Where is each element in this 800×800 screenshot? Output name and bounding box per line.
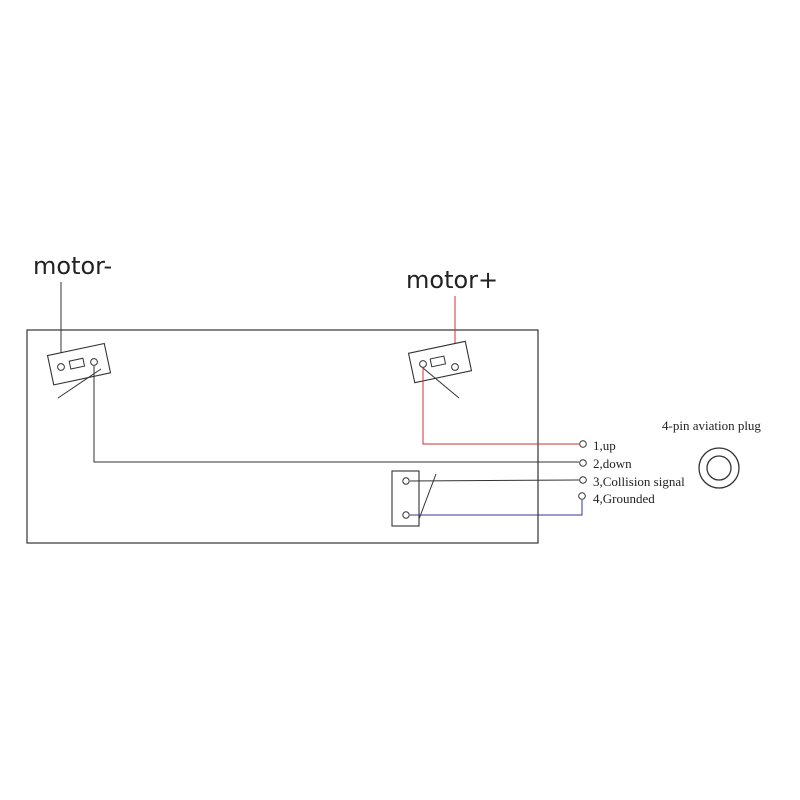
collision-switch [391, 470, 437, 527]
limit-switch-left [46, 342, 112, 399]
limit-switch-right [407, 340, 473, 399]
pin-label-3: 3,Collision signal [593, 474, 685, 489]
wire-collision [409, 479, 580, 482]
pin-terminal-3 [579, 476, 587, 484]
motor-minus-label: motor- [33, 252, 112, 280]
enclosure-outline [26, 329, 539, 544]
wire-down [93, 366, 579, 463]
pin-terminals [578, 440, 587, 500]
pin-label-2: 2,down [593, 456, 632, 471]
aviation-plug-icon [698, 447, 740, 489]
pin-terminal-2 [579, 459, 587, 467]
pin-terminal-4 [578, 492, 586, 500]
pin-terminal-1 [579, 440, 587, 448]
wire-ground [410, 500, 583, 516]
motor-plus-label: motor+ [406, 266, 498, 294]
pin-label-4: 4,Grounded [593, 491, 655, 506]
plug-title: 4-pin aviation plug [662, 418, 761, 433]
wire-up [422, 368, 579, 445]
pin-label-1: 1,up [593, 438, 616, 453]
